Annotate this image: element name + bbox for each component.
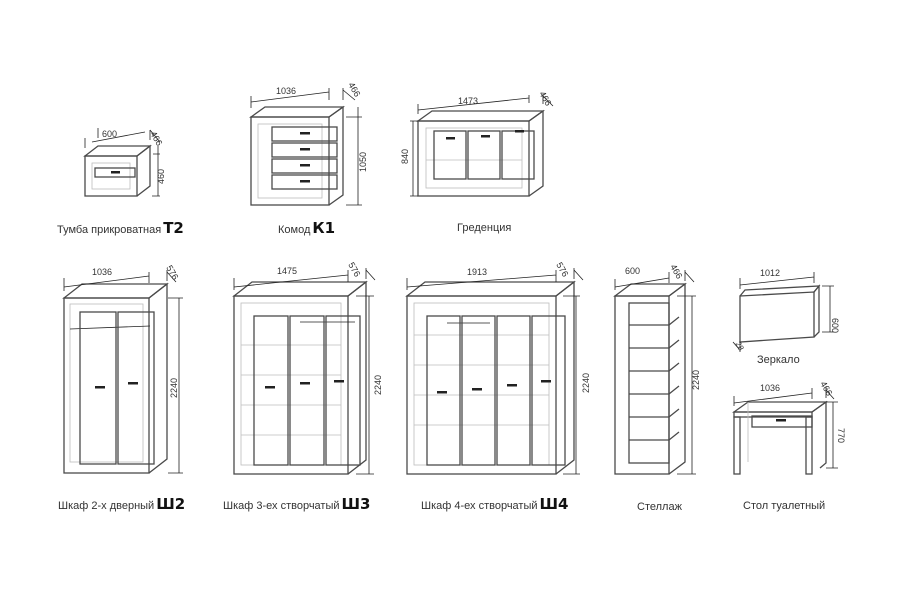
wardrobe3-width: 1475 <box>277 266 297 276</box>
nightstand-drawing: 600 466 460 <box>83 128 166 197</box>
shelving-height: 2240 <box>691 370 701 390</box>
mirror-caption: Зеркало <box>757 354 800 366</box>
shelving-caption: Стеллаж <box>637 501 682 513</box>
sideboard-drawing: 1473 466 840 <box>400 90 553 197</box>
wardrobe4-drawing: 1913 576 2240 <box>405 261 591 475</box>
dresser-code: К1 <box>312 219 336 237</box>
sideboard-depth: 466 <box>537 90 553 108</box>
mirror-height: 600 <box>830 318 840 333</box>
mirror-drawing: 1012 600 28 <box>732 268 840 353</box>
dresser-height: 1050 <box>358 152 368 172</box>
wardrobe4-name: Шкаф 4-ех створчатый <box>421 500 538 512</box>
nightstand-width: 600 <box>102 129 117 139</box>
sideboard-name: Греденция <box>457 222 512 234</box>
wardrobe2-name: Шкаф 2-х дверный <box>58 500 155 512</box>
nightstand-code: Т2 <box>163 219 184 237</box>
wardrobe2-code: Ш2 <box>156 495 186 513</box>
dressing-table-name: Стол туалетный <box>743 500 826 512</box>
dresser-name: Комод <box>278 224 311 236</box>
shelving-depth: 466 <box>668 263 684 281</box>
nightstand-depth: 466 <box>148 130 164 148</box>
mirror-name: Зеркало <box>757 354 800 366</box>
wardrobe3-drawing: 1475 576 2240 <box>232 261 383 475</box>
dressing-table-caption: Стол туалетный <box>743 500 825 512</box>
wardrobe4-height: 2240 <box>581 373 591 393</box>
wardrobe4-depth: 576 <box>554 261 570 279</box>
dresser-width: 1036 <box>276 86 296 96</box>
dressing-table-depth: 466 <box>818 380 834 398</box>
wardrobe3-depth: 576 <box>346 261 362 279</box>
sideboard-width: 1473 <box>458 96 478 106</box>
dresser-depth: 466 <box>346 81 362 99</box>
wardrobe3-name: Шкаф 3-ех створчатый <box>223 500 340 512</box>
wardrobe4-width: 1913 <box>467 267 487 277</box>
wardrobe2-width: 1036 <box>92 267 112 277</box>
shelving-drawing: 600 466 2240 <box>613 263 701 475</box>
dressing-table-width: 1036 <box>760 383 780 393</box>
dressing-table-height: 770 <box>836 428 846 443</box>
sideboard-height: 840 <box>400 149 410 164</box>
dresser-drawing: 1036 466 1050 <box>248 81 368 206</box>
shelving-width: 600 <box>625 266 640 276</box>
wardrobe4-code: Ш4 <box>539 495 569 513</box>
nightstand-height: 460 <box>156 169 166 184</box>
wardrobe3-height: 2240 <box>373 375 383 395</box>
mirror-width: 1012 <box>760 268 780 278</box>
wardrobe2-drawing: 1036 576 2240 <box>62 264 183 474</box>
shelving-name: Стеллаж <box>637 501 682 513</box>
wardrobe3-code: Ш3 <box>341 495 371 513</box>
nightstand-name: Тумба прикроватная <box>57 224 162 236</box>
sideboard-caption: Греденция <box>457 222 511 234</box>
dressing-table-drawing: 1036 466 770 <box>731 380 846 475</box>
wardrobe2-height: 2240 <box>169 378 179 398</box>
